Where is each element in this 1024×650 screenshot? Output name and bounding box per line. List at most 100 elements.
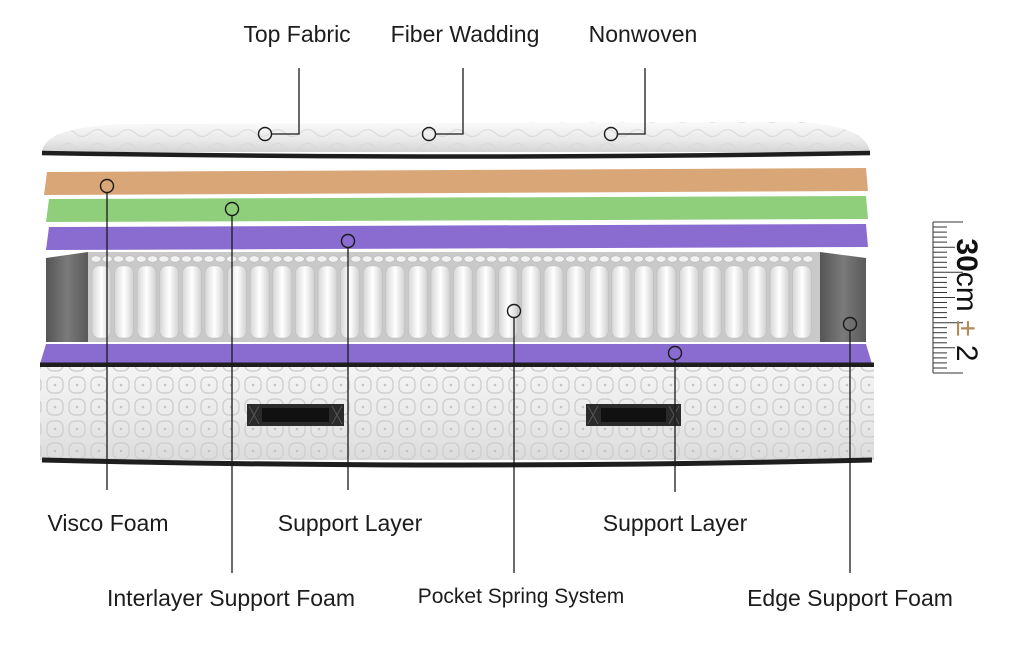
spring-coil [612,266,631,338]
base-piping-bottom [42,460,872,465]
spring-coil-top [430,256,440,262]
spring-coil-top [746,256,756,262]
pocket-spring-layer [46,252,866,342]
label-nonwoven: Nonwoven [589,23,698,46]
spring-coil-top [419,256,429,262]
spring-coil-top [181,256,191,262]
spring-coil-top [272,256,282,262]
height-value: 30 [950,238,983,271]
spring-coil [476,266,495,338]
spring-coil-top [611,256,621,262]
spring-coil-top [91,256,101,262]
spring-coil-top [735,256,745,262]
spring-coil-top [306,256,316,262]
edge-support-foam-right [820,252,866,342]
spring-coil-top [351,256,361,262]
label-edge-support-foam: Edge Support Foam [747,587,953,610]
spring-coil [295,266,314,338]
spring-coil [115,266,134,338]
spring-coil-top [204,256,214,262]
spring-coil-top [701,256,711,262]
spring-coil [318,266,337,338]
spring-coil-top [464,256,474,262]
spring-coil-top [769,256,779,262]
spring-coil-top [170,256,180,262]
spring-coil [228,266,247,338]
spring-coil [92,266,111,338]
label-pocket-spring-system: Pocket Spring System [418,586,625,607]
label-support-layer-lower: Support Layer [603,512,747,535]
spring-coil-top [294,256,304,262]
spring-coil [770,266,789,338]
topper-piping [42,153,870,157]
spring-coil [408,266,427,338]
handle-right [586,404,681,426]
spring-coil [725,266,744,338]
spring-coil [137,266,156,338]
spring-coil-top [396,256,406,262]
spring-coil-top [215,256,225,262]
spring-coil-top [509,256,519,262]
spring-coil-top [283,256,293,262]
spring-coil-top [690,256,700,262]
spring-coil-top [656,256,666,262]
spring-coil-top [487,256,497,262]
spring-coil-top [543,256,553,262]
spring-coil-top [453,256,463,262]
spring-coil-top [600,256,610,262]
spring-coil-top [159,256,169,262]
spring-coil [544,266,563,338]
spring-coil-top [249,256,259,262]
spring-coil-top [362,256,372,262]
spring-coil [793,266,812,338]
tolerance-sign: ± [950,320,983,336]
spring-coil [386,266,405,338]
handle-left [247,404,344,426]
spring-coil [499,266,518,338]
spring-coil [250,266,269,338]
spring-coil-top [645,256,655,262]
top-fabric-layer [42,122,870,157]
spring-coil [634,266,653,338]
support-layer-upper [46,224,868,250]
spring-coil [454,266,473,338]
visco-foam-layer [44,168,868,195]
spring-coil-top [554,256,564,262]
label-fiber-wadding: Fiber Wadding [391,23,540,46]
spring-coil-top [385,256,395,262]
spring-coil-top [679,256,689,262]
height-label: 30cm ± 2 [949,225,983,375]
spring-coil [363,266,382,338]
edge-support-foam-left [46,252,88,342]
spring-coil-top [475,256,485,262]
mattress-base [40,365,874,465]
spring-coil-top [803,256,813,262]
spring-coil-top [238,256,248,262]
spring-coil [205,266,224,338]
spring-coil [341,266,360,338]
spring-coil-top [577,256,587,262]
spring-coil [182,266,201,338]
spring-coil-top [724,256,734,262]
spring-coil-top [520,256,530,262]
spring-coil-top [713,256,723,262]
spring-coil-top [588,256,598,262]
height-tolerance: 2 [950,345,983,362]
label-top-fabric: Top Fabric [243,23,350,46]
spring-coil [567,266,586,338]
spring-coil [431,266,450,338]
spring-coil-top [532,256,542,262]
spring-coil-top [622,256,632,262]
spring-coil-top [261,256,271,262]
base-quilting [40,367,874,460]
spring-coil-top [792,256,802,262]
spring-coil-top [148,256,158,262]
spring-coil [589,266,608,338]
spring-coil-top [328,256,338,262]
spring-coil [521,266,540,338]
height-unit: cm [950,272,983,312]
topper-knit [42,122,870,152]
label-interlayer-support-foam: Interlayer Support Foam [107,587,355,610]
spring-coil-top [566,256,576,262]
spring-coil [680,266,699,338]
